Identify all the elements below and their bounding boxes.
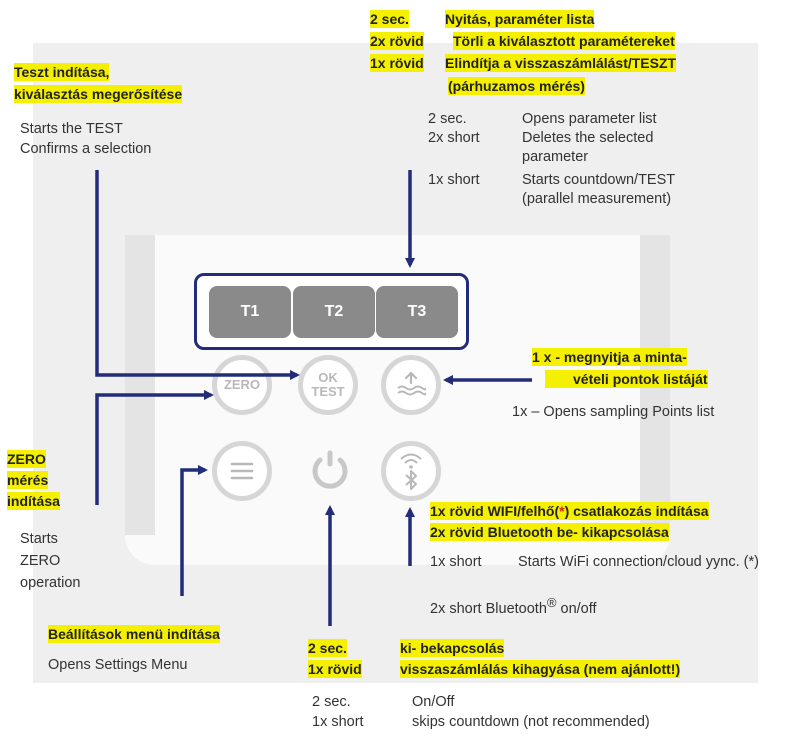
- wifi-hu-line-1: 1x rövid WIFI/felhő(*) csatlakozás indít…: [430, 502, 709, 520]
- test-hu-line-2: kiválasztás megerősítése: [14, 85, 183, 103]
- top-hu-val-3: Elindítja a visszaszámlálást/TESZT: [445, 54, 677, 72]
- power-hu-val-1: ki- bekapcsolás: [400, 639, 505, 657]
- wifi-en-line-2a: 2x short Bluetooth: [430, 600, 547, 617]
- top-en-val-3a: Starts countdown/TEST: [522, 172, 676, 188]
- top-hu-val-1: Nyitás, paraméter lista: [445, 10, 595, 28]
- settings-en: Opens Settings Menu: [48, 657, 188, 673]
- top-hu-val-2: Törli a kiválasztott paramétereket: [453, 32, 675, 50]
- top-hu-line-4: (párhuzamos mérés): [448, 77, 585, 95]
- top-hu-key-3: 1x rövid: [370, 54, 424, 72]
- sampling-en: 1x – Opens sampling Points list: [512, 404, 715, 420]
- device-left-edge: [125, 235, 155, 535]
- arrow-zero: [95, 390, 214, 505]
- wifi-en-line-2b: on/off: [556, 600, 597, 617]
- test-en-line-1: Starts the TEST: [20, 121, 123, 137]
- sampling-hu-line-1: 1 x - megnyitja a minta-: [532, 348, 687, 366]
- wifi-hu-line-1a: 1x rövid WIFI/felhő(: [430, 503, 560, 519]
- wifi-hu-star: *: [559, 503, 565, 519]
- zero-en-line-3: operation: [20, 575, 81, 591]
- bluetooth-wifi-icon: [400, 453, 422, 490]
- power-en-key-1: 2 sec.: [312, 694, 351, 710]
- wifi-en-line-2: 2x short Bluetooth® on/off: [430, 593, 597, 619]
- zero-en-line-1: Starts: [20, 531, 58, 547]
- wifi-en-key-1: 1x short: [430, 554, 482, 570]
- top-en-key-3: 1x short: [428, 172, 480, 188]
- zero-hu-line-1: ZERO: [7, 450, 46, 468]
- t1-button[interactable]: T1: [209, 286, 291, 338]
- sampling-hu-line-2: vételi pontok listáját: [545, 370, 708, 388]
- wifi-hu-line-1b: ) csatlakozás indítása: [564, 503, 709, 519]
- power-icon: [312, 450, 348, 489]
- settings-menu-button[interactable]: [212, 441, 272, 501]
- arrow-settings: [180, 465, 208, 596]
- t3-button[interactable]: T3: [376, 286, 458, 338]
- zero-hu-line-3: indítása: [7, 492, 60, 510]
- power-en-val-1: On/Off: [412, 694, 455, 710]
- test-label: TEST: [311, 384, 345, 399]
- sampling-button[interactable]: [381, 355, 441, 415]
- wifi-bluetooth-button[interactable]: [381, 441, 441, 501]
- ok-label: OK: [318, 370, 338, 385]
- top-en-val-1: Opens parameter list: [522, 111, 657, 127]
- test-en-line-2: Confirms a selection: [20, 141, 152, 157]
- wifi-en-val-1: Starts WiFi connection/cloud yync. (*): [518, 554, 759, 570]
- test-hu-line-1: Teszt indítása,: [14, 63, 110, 81]
- top-en-val-3b: (parallel measurement): [522, 191, 672, 207]
- power-button[interactable]: [300, 441, 360, 501]
- top-en-key-2: 2x short: [428, 130, 480, 146]
- top-hu-key-2: 2x rövid: [370, 32, 424, 50]
- top-en-key-1: 2 sec.: [428, 111, 467, 127]
- water-sampling-icon: [397, 371, 427, 396]
- zero-button[interactable]: ZERO: [212, 355, 272, 415]
- power-en-val-2: skips countdown (not recommended): [412, 714, 650, 730]
- top-en-val-2b: parameter: [522, 149, 589, 165]
- power-hu-key-2: 1x rövid: [308, 660, 362, 678]
- top-hu-key-1: 2 sec.: [370, 10, 409, 28]
- zero-button-label: ZERO: [223, 377, 261, 392]
- power-en-key-2: 1x short: [312, 714, 364, 730]
- arrow-ok-test: [95, 170, 300, 380]
- menu-icon: [230, 462, 254, 480]
- t2-button[interactable]: T2: [293, 286, 375, 338]
- top-en-val-2a: Deletes the selected: [522, 130, 654, 146]
- ok-test-button[interactable]: OK TEST: [298, 355, 358, 415]
- power-hu-key-1: 2 sec.: [308, 639, 347, 657]
- zero-en-line-2: ZERO: [20, 553, 61, 569]
- zero-hu-line-2: mérés: [7, 471, 49, 489]
- wifi-hu-line-2: 2x rövid Bluetooth be- kikapcsolása: [430, 523, 669, 541]
- power-hu-val-2: visszaszámlálás kihagyása (nem ajánlott!…: [400, 660, 681, 678]
- registered-mark: ®: [546, 595, 557, 610]
- settings-hu: Beállítások menü indítása: [48, 625, 220, 643]
